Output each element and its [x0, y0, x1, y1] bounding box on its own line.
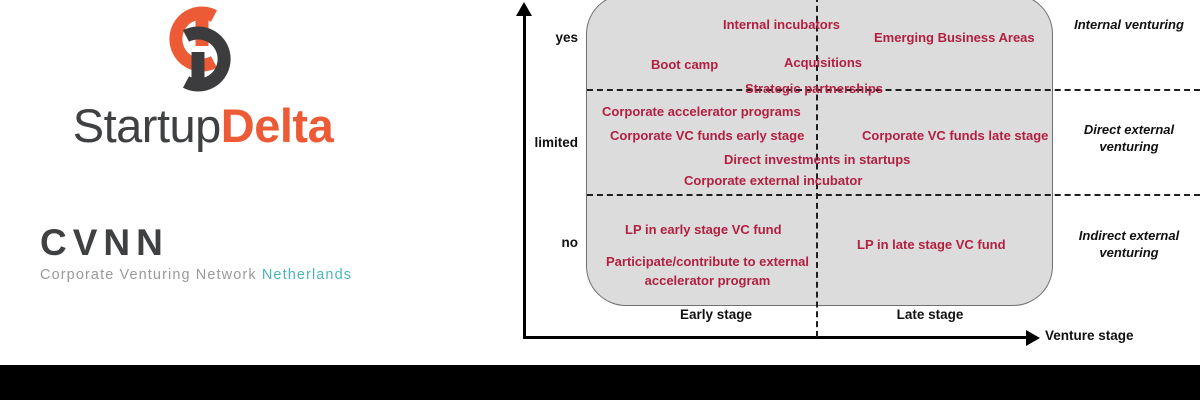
row-legend-direct-external-venturing: Direct external venturing — [1083, 122, 1175, 154]
startupdelta-logo-icon — [140, 2, 262, 94]
matrix-item: LP in late stage VC fund — [857, 237, 1006, 252]
y-tick-label-limited: limited — [534, 135, 578, 150]
startupdelta-word-primary: Startup — [72, 99, 222, 152]
x-axis-line — [523, 336, 1030, 339]
cvnn-tagline-grey: Corporate Venturing Network — [40, 267, 262, 283]
matrix-item: Corporate external incubator — [684, 173, 863, 188]
y-tick-label-yes: yes — [555, 30, 578, 45]
matrix-item: Emerging Business Areas — [874, 30, 1035, 45]
cvnn-logo: CVNN Corporate Venturing Network Netherl… — [40, 222, 400, 285]
x-tick-label-late-stage: Late stage — [896, 307, 964, 322]
matrix-item: LP in early stage VC fund — [625, 222, 782, 237]
matrix-item: Corporate accelerator programs — [602, 104, 801, 119]
matrix-item: Boot camp — [651, 57, 719, 72]
x-axis-arrowhead-icon — [1026, 330, 1040, 346]
cvnn-tagline: Corporate Venturing Network Netherlands — [40, 265, 400, 285]
y-tick-label-no: no — [561, 235, 579, 250]
bottom-letterbox-bar — [0, 365, 1200, 400]
y-axis-arrowhead-icon — [516, 2, 532, 16]
row-divider-top — [587, 89, 1200, 91]
y-axis-line — [523, 14, 526, 338]
matrix-item: Strategic partnerships — [745, 81, 883, 96]
matrix-item: Participate/contribute to external accel… — [606, 254, 809, 288]
column-divider — [816, 0, 818, 337]
row-legend-internal-venturing: Internal venturing — [1074, 17, 1184, 32]
corporate-venturing-matrix: yes limited no Early stage Late stage Ve… — [500, 0, 1200, 365]
row-legend-indirect-external-venturing: Indirect external venturing — [1078, 228, 1180, 260]
startupdelta-wordmark: StartupDelta — [38, 98, 368, 154]
matrix-item: Acquisitions — [784, 55, 863, 70]
row-divider-bottom — [587, 194, 1200, 196]
x-axis-title: Venture stage — [1045, 328, 1134, 343]
matrix-item: Corporate VC funds late stage — [862, 128, 1049, 143]
startupdelta-word-accent: Delta — [220, 99, 334, 152]
cvnn-tagline-accent: Netherlands — [261, 267, 353, 283]
matrix-item: Corporate VC funds early stage — [610, 128, 805, 143]
plot-region — [586, 0, 1053, 306]
matrix-item: Internal incubators — [723, 17, 841, 32]
x-tick-label-early-stage: Early stage — [679, 307, 753, 322]
cvnn-acronym: CVNN — [40, 222, 169, 263]
matrix-item: Direct investments in startups — [724, 152, 911, 167]
branding-panel: StartupDelta CVNN Corporate Venturing Ne… — [0, 0, 500, 365]
